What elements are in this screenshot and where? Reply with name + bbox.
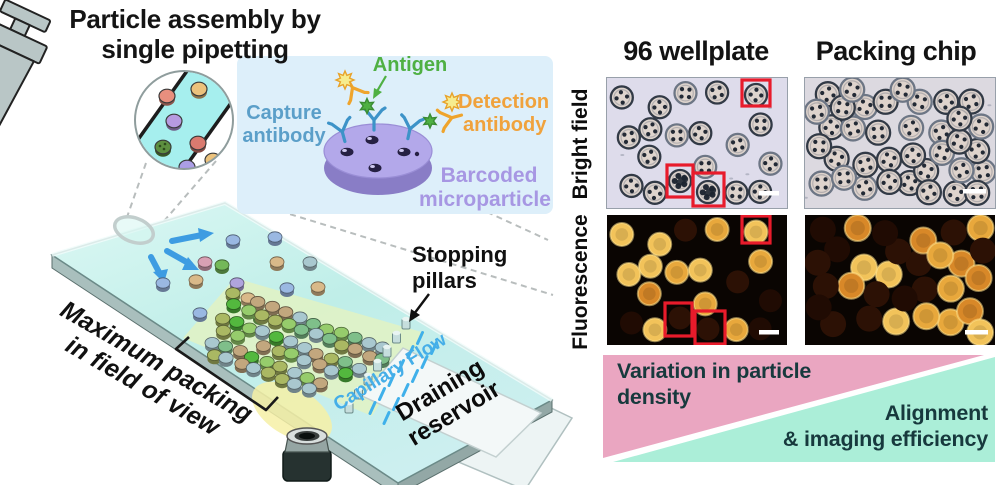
draining-reservoir-panel <box>360 347 543 458</box>
stopping-pillars-label: Stopping pillars <box>412 242 507 293</box>
svg-text:Stopping: Stopping <box>412 242 507 267</box>
antigen-arrow-icon <box>373 75 387 99</box>
svg-text:microparticle: microparticle <box>419 188 551 211</box>
detection-antibody-label: Detection antibody <box>458 91 549 136</box>
svg-text:pillars: pillars <box>412 268 477 293</box>
pipette-icon <box>0 0 51 154</box>
svg-text:antibody: antibody <box>242 125 326 147</box>
svg-text:Barcoded: Barcoded <box>441 164 538 187</box>
banner-label-variation: Variation in particle density <box>617 359 812 409</box>
callout-dashed-lines <box>125 160 554 296</box>
row-label-fluorescence: Fluorescence <box>569 214 592 350</box>
svg-text:Capture: Capture <box>246 102 322 124</box>
stopping-pillars-arrow-icon <box>409 293 430 322</box>
micrograph-fluorescence-wellplate <box>607 215 787 345</box>
micrograph-brightfield-wellplate <box>606 77 788 209</box>
banner-label-alignment: Alignment & imaging efficiency <box>782 401 988 451</box>
barcoded-microparticle-icon <box>323 123 433 195</box>
barcoded-microparticle-label: Barcoded microparticle <box>419 164 551 211</box>
tradeoff-banner <box>603 355 995 462</box>
capillary-channel-marks <box>368 331 438 425</box>
flow-arrow-icons <box>148 228 214 283</box>
field-of-view-bracket <box>174 336 279 412</box>
micrograph-fluorescence-chip <box>805 215 995 345</box>
inlet-port <box>113 215 155 245</box>
column-header-wellplate: 96 wellplate <box>623 36 769 66</box>
row-label-bright-field: Bright field <box>569 88 592 200</box>
banner-pink-triangle <box>603 355 984 458</box>
antigen-label: Antigen <box>373 54 447 76</box>
antigen-and-fluorophore-icons <box>334 69 463 130</box>
micrograph-brightfield-chip <box>804 77 996 209</box>
column-header-packing-chip: Packing chip <box>815 36 977 66</box>
svg-text:antibody: antibody <box>463 114 547 136</box>
assembly-illustration: Capillary Flow Draining reservoir Maximu… <box>0 0 574 485</box>
svg-text:Detection: Detection <box>458 91 549 113</box>
packed-particle-array <box>204 287 390 398</box>
figure-title: Particle assembly by single pipetting <box>69 4 321 64</box>
banner-mint-triangle <box>613 357 995 462</box>
objective-lens-icon <box>282 427 332 482</box>
stopping-pillar-row <box>344 316 411 414</box>
immunoassay-inset: Antigen Capture antibody Detection antib… <box>237 54 553 214</box>
capture-antibody-icons <box>326 106 425 144</box>
capture-antibody-label: Capture antibody <box>242 102 326 147</box>
